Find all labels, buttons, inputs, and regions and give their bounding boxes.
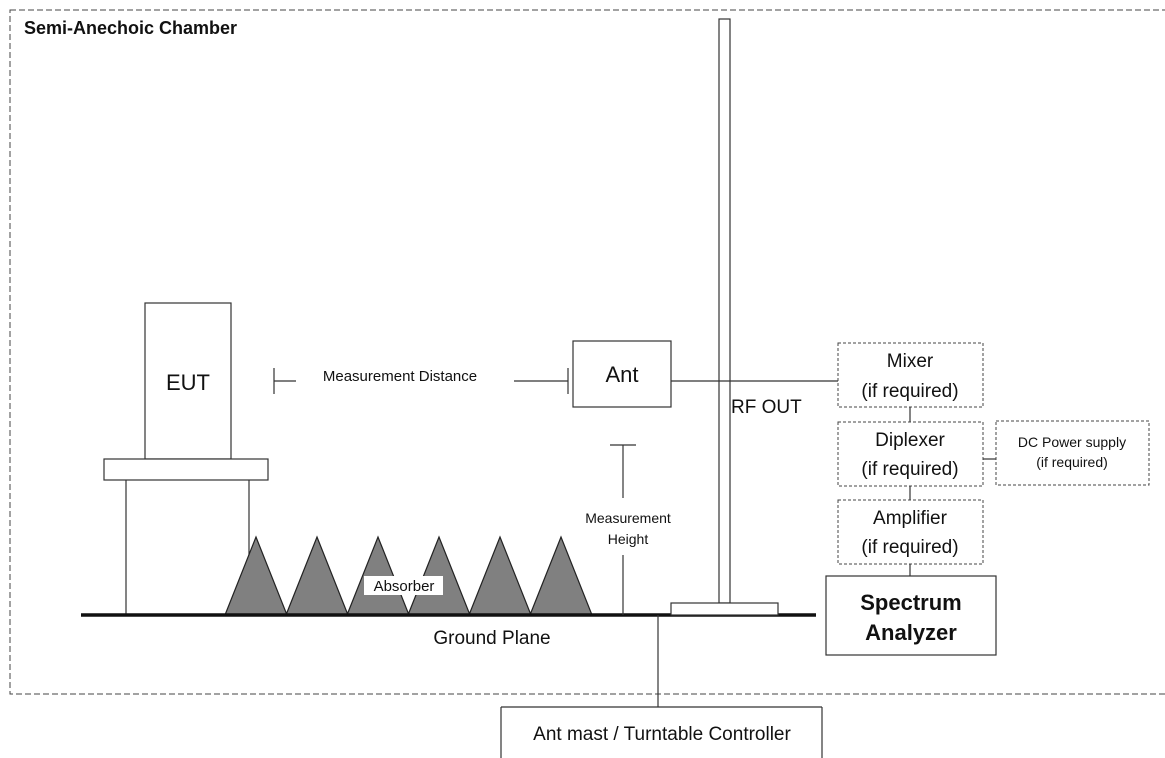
measurement-height-label-2: Height bbox=[608, 531, 649, 547]
ground-plane-label: Ground Plane bbox=[433, 628, 550, 649]
table-top bbox=[103, 458, 269, 481]
spectrum-analyzer-box bbox=[825, 575, 997, 656]
antenna-label: Ant bbox=[605, 362, 638, 387]
mixer-label-2: (if required) bbox=[861, 381, 958, 402]
absorber-cone bbox=[285, 535, 349, 616]
turntable bbox=[670, 602, 779, 616]
amplifier-box bbox=[837, 499, 984, 565]
diplexer-box bbox=[837, 421, 984, 487]
diplexer-label-2: (if required) bbox=[861, 459, 958, 480]
amplifier-label-1: Amplifier bbox=[873, 508, 948, 529]
absorber-cone bbox=[468, 535, 532, 616]
absorber-label: Absorber bbox=[374, 578, 435, 595]
absorber-cone bbox=[224, 535, 288, 616]
amplifier-label-2: (if required) bbox=[861, 537, 958, 558]
dc-power-box bbox=[995, 420, 1150, 486]
measurement-distance-label: Measurement Distance bbox=[323, 368, 477, 385]
diplexer-label-1: Diplexer bbox=[875, 430, 945, 451]
chamber-title: Semi-Anechoic Chamber bbox=[24, 18, 237, 38]
dc-power-label-1: DC Power supply bbox=[1018, 434, 1126, 450]
antenna-box bbox=[572, 340, 672, 408]
controller-label: Ant mast / Turntable Controller bbox=[533, 724, 791, 745]
mixer-label-1: Mixer bbox=[887, 351, 934, 372]
spectrum-analyzer-label-2: Analyzer bbox=[865, 620, 957, 645]
absorber-label-bg bbox=[364, 576, 443, 595]
antenna-mast bbox=[718, 18, 731, 604]
spectrum-analyzer-label-1: Spectrum bbox=[860, 590, 961, 615]
measurement-height-label-1: Measurement bbox=[585, 510, 671, 526]
chamber-boundary bbox=[9, 9, 1165, 695]
rf-out-label: RF OUT bbox=[731, 397, 802, 418]
absorber-cone bbox=[529, 535, 593, 616]
dc-power-label-2: (if required) bbox=[1036, 454, 1108, 470]
mixer-box bbox=[837, 342, 984, 408]
eut-label: EUT bbox=[166, 370, 210, 395]
